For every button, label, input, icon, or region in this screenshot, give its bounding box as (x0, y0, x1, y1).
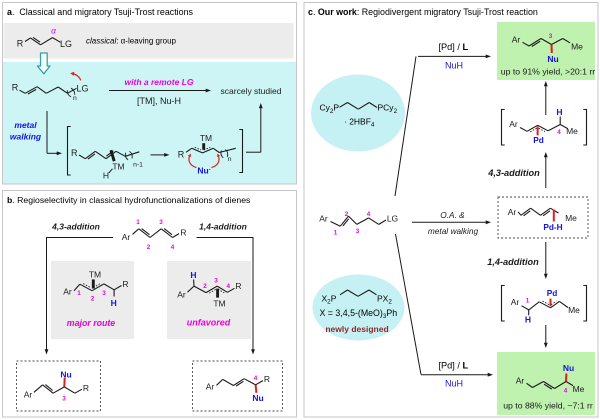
svg-text:1: 1 (334, 230, 338, 237)
svg-text:R: R (12, 83, 19, 93)
svg-text:· 2HBF4: · 2HBF4 (344, 117, 375, 129)
svg-text:b. Regioselectivity in classic: b. Regioselectivity in classical hydrofu… (7, 195, 251, 205)
svg-text:n-1: n-1 (133, 161, 143, 168)
svg-text:H: H (556, 107, 562, 117)
svg-text:Ar: Ar (516, 376, 525, 386)
svg-text:Ar: Ar (63, 287, 72, 297)
svg-text:R: R (264, 374, 270, 384)
svg-text:Me: Me (566, 126, 578, 136)
svg-text:4,3-addition: 4,3-addition (487, 168, 540, 178)
svg-text:R: R (17, 39, 24, 49)
svg-text:NuH: NuH (445, 379, 463, 389)
svg-text:4: 4 (557, 129, 561, 136)
svg-text:[Pd] / L: [Pd] / L (439, 361, 469, 371)
svg-text:LG: LG (60, 39, 72, 49)
svg-text:2: 2 (345, 211, 349, 218)
svg-text:R: R (235, 281, 241, 291)
svg-text:1: 1 (526, 298, 530, 305)
svg-text:major route: major route (67, 318, 115, 328)
svg-text:Pd-H: Pd-H (543, 222, 562, 232)
svg-text:LG: LG (387, 214, 398, 224)
svg-text:O.A. &: O.A. & (440, 210, 465, 220)
svg-text:3: 3 (102, 290, 106, 297)
svg-text:Pd: Pd (533, 135, 544, 145)
svg-text:Ar: Ar (511, 297, 520, 307)
svg-text:newly designed: newly designed (325, 324, 388, 334)
svg-text:Me: Me (565, 213, 577, 223)
svg-text:Ar: Ar (508, 207, 517, 217)
svg-text:scarcely studied: scarcely studied (221, 86, 282, 96)
svg-text:4,3-addition: 4,3-addition (51, 222, 100, 232)
svg-text:R: R (83, 383, 89, 393)
svg-text:metal walking: metal walking (428, 226, 479, 236)
svg-text:H: H (525, 315, 531, 325)
svg-text:PCy2: PCy2 (378, 103, 398, 115)
svg-text:n: n (73, 95, 77, 102)
svg-text:Me: Me (573, 384, 585, 394)
svg-text:classical: α-leaving group: classical: α-leaving group (86, 37, 177, 46)
svg-text:[TM], Nu-H: [TM], Nu-H (137, 96, 181, 106)
svg-text:1,4-addition: 1,4-addition (199, 222, 247, 232)
svg-text:1,4-addition: 1,4-addition (487, 257, 539, 267)
svg-text:Pd: Pd (547, 288, 558, 298)
svg-text:Nu: Nu (547, 54, 558, 64)
svg-text:Ar: Ar (509, 119, 518, 129)
svg-text:Nu-: Nu- (197, 166, 210, 176)
svg-text:H: H (190, 270, 196, 280)
svg-text:2: 2 (147, 244, 151, 251)
svg-text:Ar: Ar (512, 35, 521, 45)
svg-text:TM: TM (112, 162, 124, 172)
svg-text:Me: Me (571, 42, 583, 52)
svg-text:a. Classical and migratory Ts: a. Classical and migratory Tsuji-Trost r… (7, 7, 194, 17)
svg-text:1: 1 (77, 290, 81, 297)
svg-text:TM: TM (200, 133, 212, 143)
svg-text:with a remote LG: with a remote LG (125, 77, 194, 87)
svg-text:Ar: Ar (24, 390, 33, 400)
svg-text:n: n (228, 156, 232, 163)
svg-text:3: 3 (62, 396, 66, 403)
svg-text:H: H (111, 298, 117, 308)
svg-text:Ar: Ar (206, 382, 215, 392)
svg-text:1: 1 (136, 219, 140, 226)
svg-text:2: 2 (203, 283, 207, 290)
svg-text:Nu: Nu (252, 393, 263, 403)
svg-text:α: α (51, 26, 57, 36)
svg-text:X = 3,4,5-(MeO)3Ph: X = 3,4,5-(MeO)3Ph (320, 308, 398, 320)
svg-text:3: 3 (159, 219, 163, 226)
svg-text:R: R (122, 279, 128, 289)
svg-text:metal: metal (14, 120, 37, 130)
svg-text:walking: walking (10, 132, 42, 142)
svg-text:TM: TM (213, 299, 225, 309)
svg-text:4: 4 (564, 388, 568, 395)
svg-text:X2P: X2P (322, 294, 337, 306)
svg-text:3: 3 (214, 278, 218, 285)
svg-text:Cy2P: Cy2P (320, 103, 340, 115)
svg-text:4: 4 (254, 375, 258, 382)
svg-text:TM: TM (89, 270, 101, 280)
svg-text:R: R (180, 228, 186, 238)
svg-text:2: 2 (91, 296, 95, 303)
svg-text:up to 91% yield, >20:1 rr: up to 91% yield, >20:1 rr (501, 67, 596, 77)
svg-text:c. Our work: Regiodivergent mi: c. Our work: Regiodivergent migratory Ts… (308, 7, 538, 17)
svg-text:R: R (71, 148, 78, 158)
svg-text:H: H (103, 171, 109, 181)
svg-text:Nu: Nu (60, 370, 71, 380)
svg-text:NuH: NuH (445, 61, 463, 71)
svg-text:unfavored: unfavored (187, 318, 231, 328)
svg-text:3: 3 (356, 228, 360, 235)
svg-text:R: R (178, 150, 185, 160)
svg-text:Me: Me (568, 305, 580, 315)
svg-text:4: 4 (227, 283, 231, 290)
svg-text:LG: LG (76, 84, 88, 94)
svg-text:Nu: Nu (563, 363, 574, 373)
svg-text:4: 4 (367, 211, 371, 218)
svg-text:Ar: Ar (319, 214, 328, 224)
svg-text:3: 3 (549, 33, 553, 40)
svg-text:up to 88% yield, ~7:1 rr: up to 88% yield, ~7:1 rr (503, 401, 593, 411)
svg-text:Ar: Ar (122, 232, 131, 242)
svg-text:4: 4 (171, 244, 175, 251)
svg-text:Ar: Ar (177, 290, 186, 300)
svg-text:[Pd] / L: [Pd] / L (439, 42, 469, 52)
